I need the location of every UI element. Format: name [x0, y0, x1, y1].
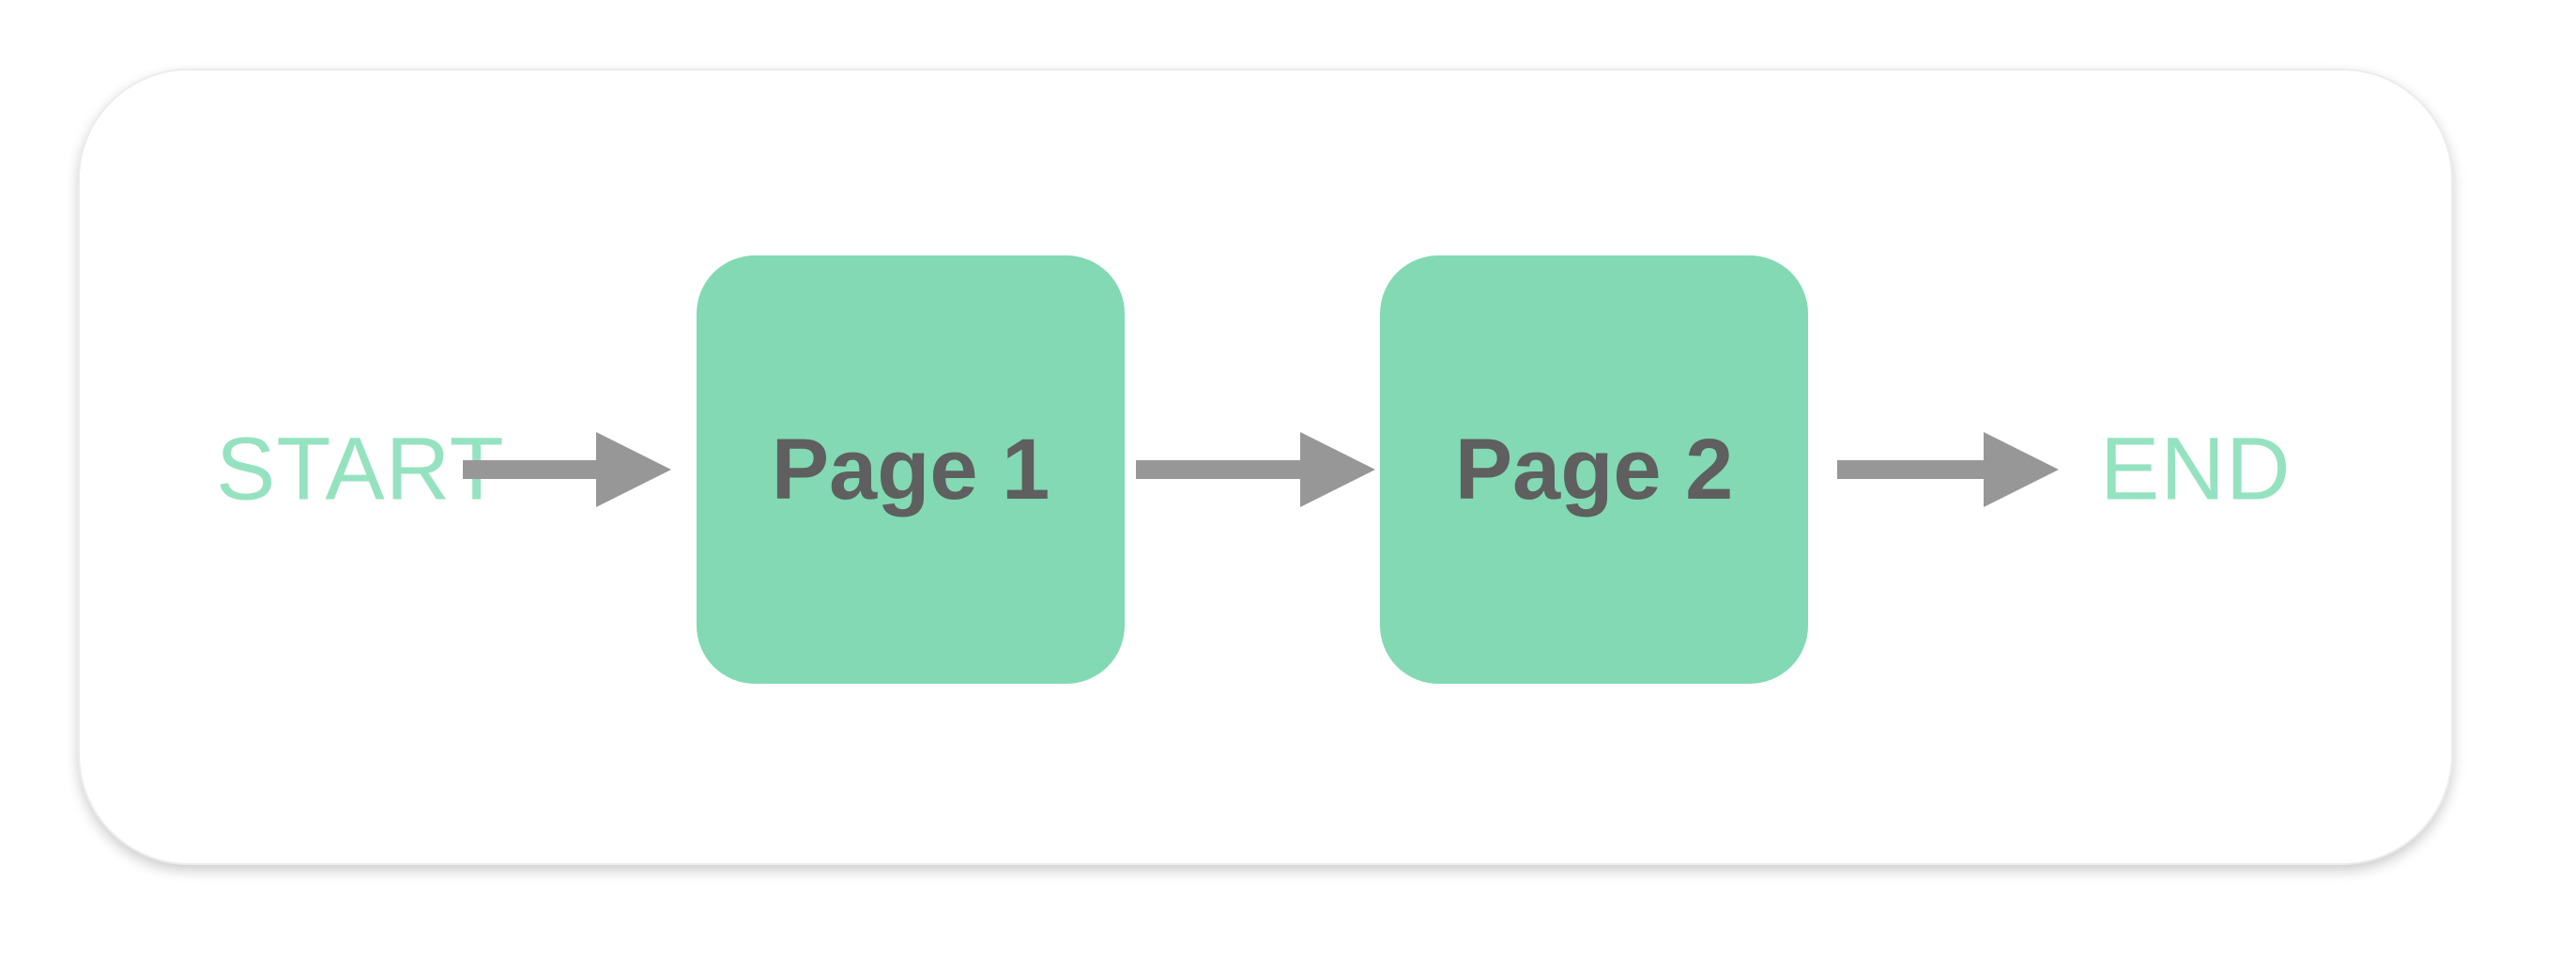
- start-label: START: [216, 419, 505, 519]
- arrow-right-icon: [463, 432, 671, 507]
- arrow-right-icon: [1837, 432, 2059, 507]
- node-page-1-label: Page 1: [771, 421, 1050, 517]
- end-label: END: [2100, 419, 2292, 519]
- node-page-2-label: Page 2: [1454, 421, 1734, 517]
- node-page-2[interactable]: Page 2: [1380, 255, 1808, 684]
- arrow-right-icon: [1136, 432, 1375, 507]
- node-page-1[interactable]: Page 1: [697, 255, 1125, 684]
- flow-card: START Page 1 Page 2 END: [78, 69, 2453, 865]
